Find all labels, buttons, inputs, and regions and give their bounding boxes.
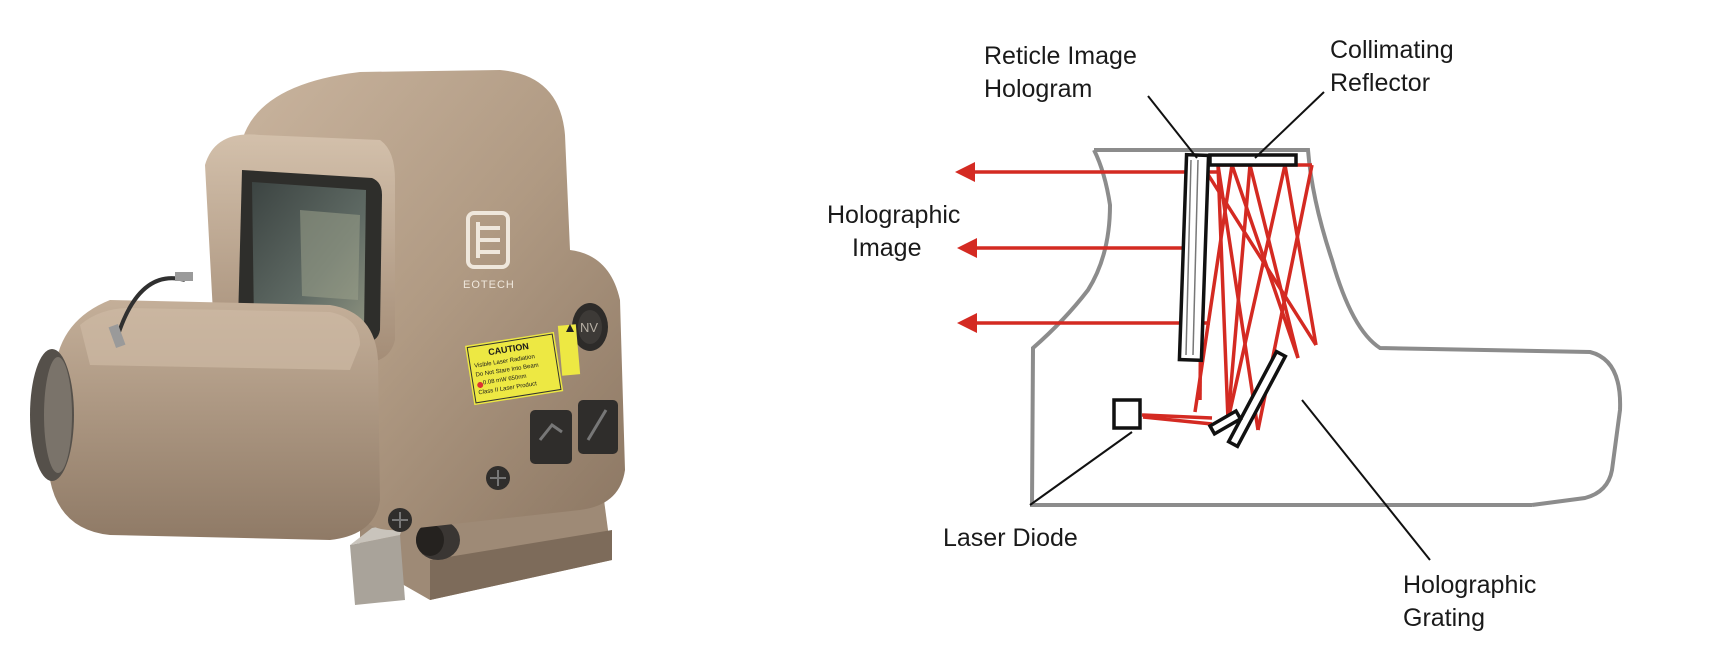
brightness-up-button[interactable] (530, 410, 572, 464)
nv-button-label: NV (580, 320, 598, 335)
label-reticle-hologram: Reticle Image Hologram (984, 42, 1144, 103)
label-laser-diode: Laser Diode (943, 524, 1078, 552)
hologram-diagram: Reticle Image Hologram Collimating Refle… (827, 36, 1623, 632)
collimating-reflector (1208, 153, 1298, 167)
laser-diode-box (1112, 398, 1142, 430)
brightness-down-button[interactable] (578, 400, 618, 454)
sight-housing-outline (1029, 148, 1623, 507)
reticle-hologram-plate (1177, 152, 1211, 363)
holographic-image-rays (955, 162, 1218, 333)
eotech-logo: EOTECH (463, 211, 515, 291)
sight-photo: EOTECH NV CAUTION Visible Laser Radiatio… (30, 70, 625, 605)
logo-text: EOTECH (463, 279, 515, 291)
label-collimating-reflector: Collimating Reflector (1330, 36, 1461, 97)
nv-button[interactable]: NV (572, 303, 608, 351)
laser-beams (1141, 163, 1318, 431)
holographic-grating (1226, 349, 1288, 449)
caution-label: CAUTION Visible Laser Radiation Do Not S… (464, 331, 564, 406)
mount-lever (350, 535, 405, 605)
leader-lines (1029, 91, 1431, 561)
arrow-tag (557, 324, 581, 376)
label-holographic-grating: Holographic Grating (1403, 571, 1543, 632)
fold-mirror (1207, 408, 1243, 437)
label-holographic-image: Holographic Image (827, 201, 967, 262)
